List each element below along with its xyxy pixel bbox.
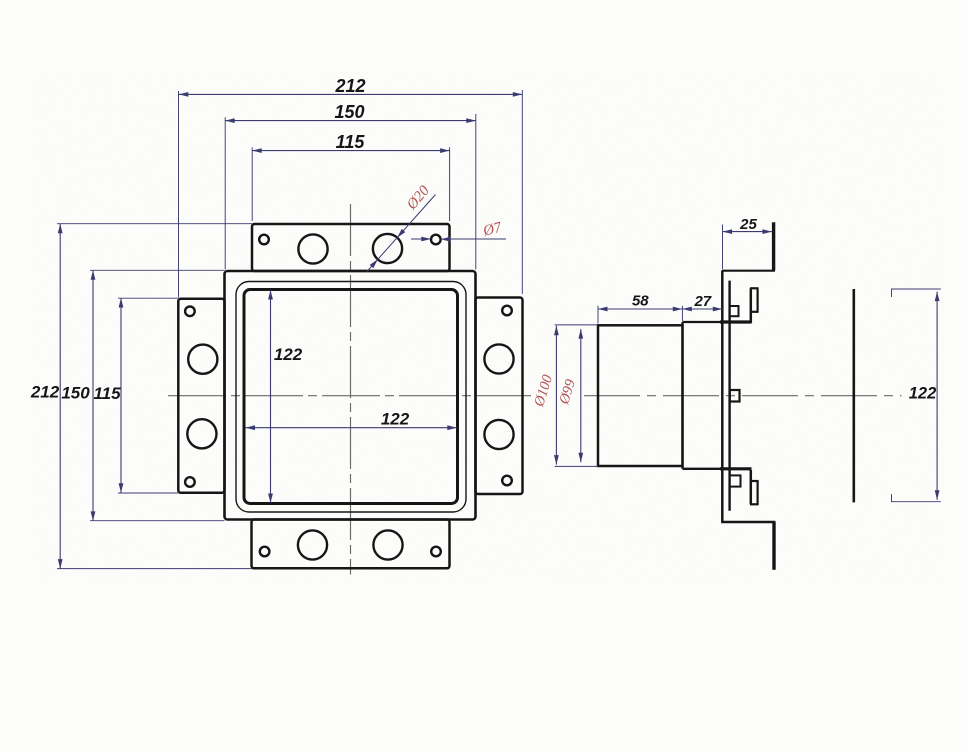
svg-text:122: 122 — [909, 385, 937, 403]
svg-text:150: 150 — [61, 384, 90, 403]
svg-text:25: 25 — [739, 216, 757, 233]
svg-text:212: 212 — [30, 383, 60, 402]
svg-text:58: 58 — [632, 293, 649, 310]
svg-text:Ø99: Ø99 — [556, 377, 579, 407]
svg-text:Ø7: Ø7 — [481, 219, 505, 240]
svg-text:122: 122 — [274, 345, 303, 364]
svg-text:122: 122 — [381, 410, 410, 429]
svg-text:27: 27 — [693, 293, 711, 310]
svg-text:212: 212 — [334, 76, 365, 96]
svg-text:115: 115 — [93, 384, 121, 403]
svg-text:150: 150 — [334, 102, 364, 122]
svg-text:115: 115 — [336, 132, 366, 152]
